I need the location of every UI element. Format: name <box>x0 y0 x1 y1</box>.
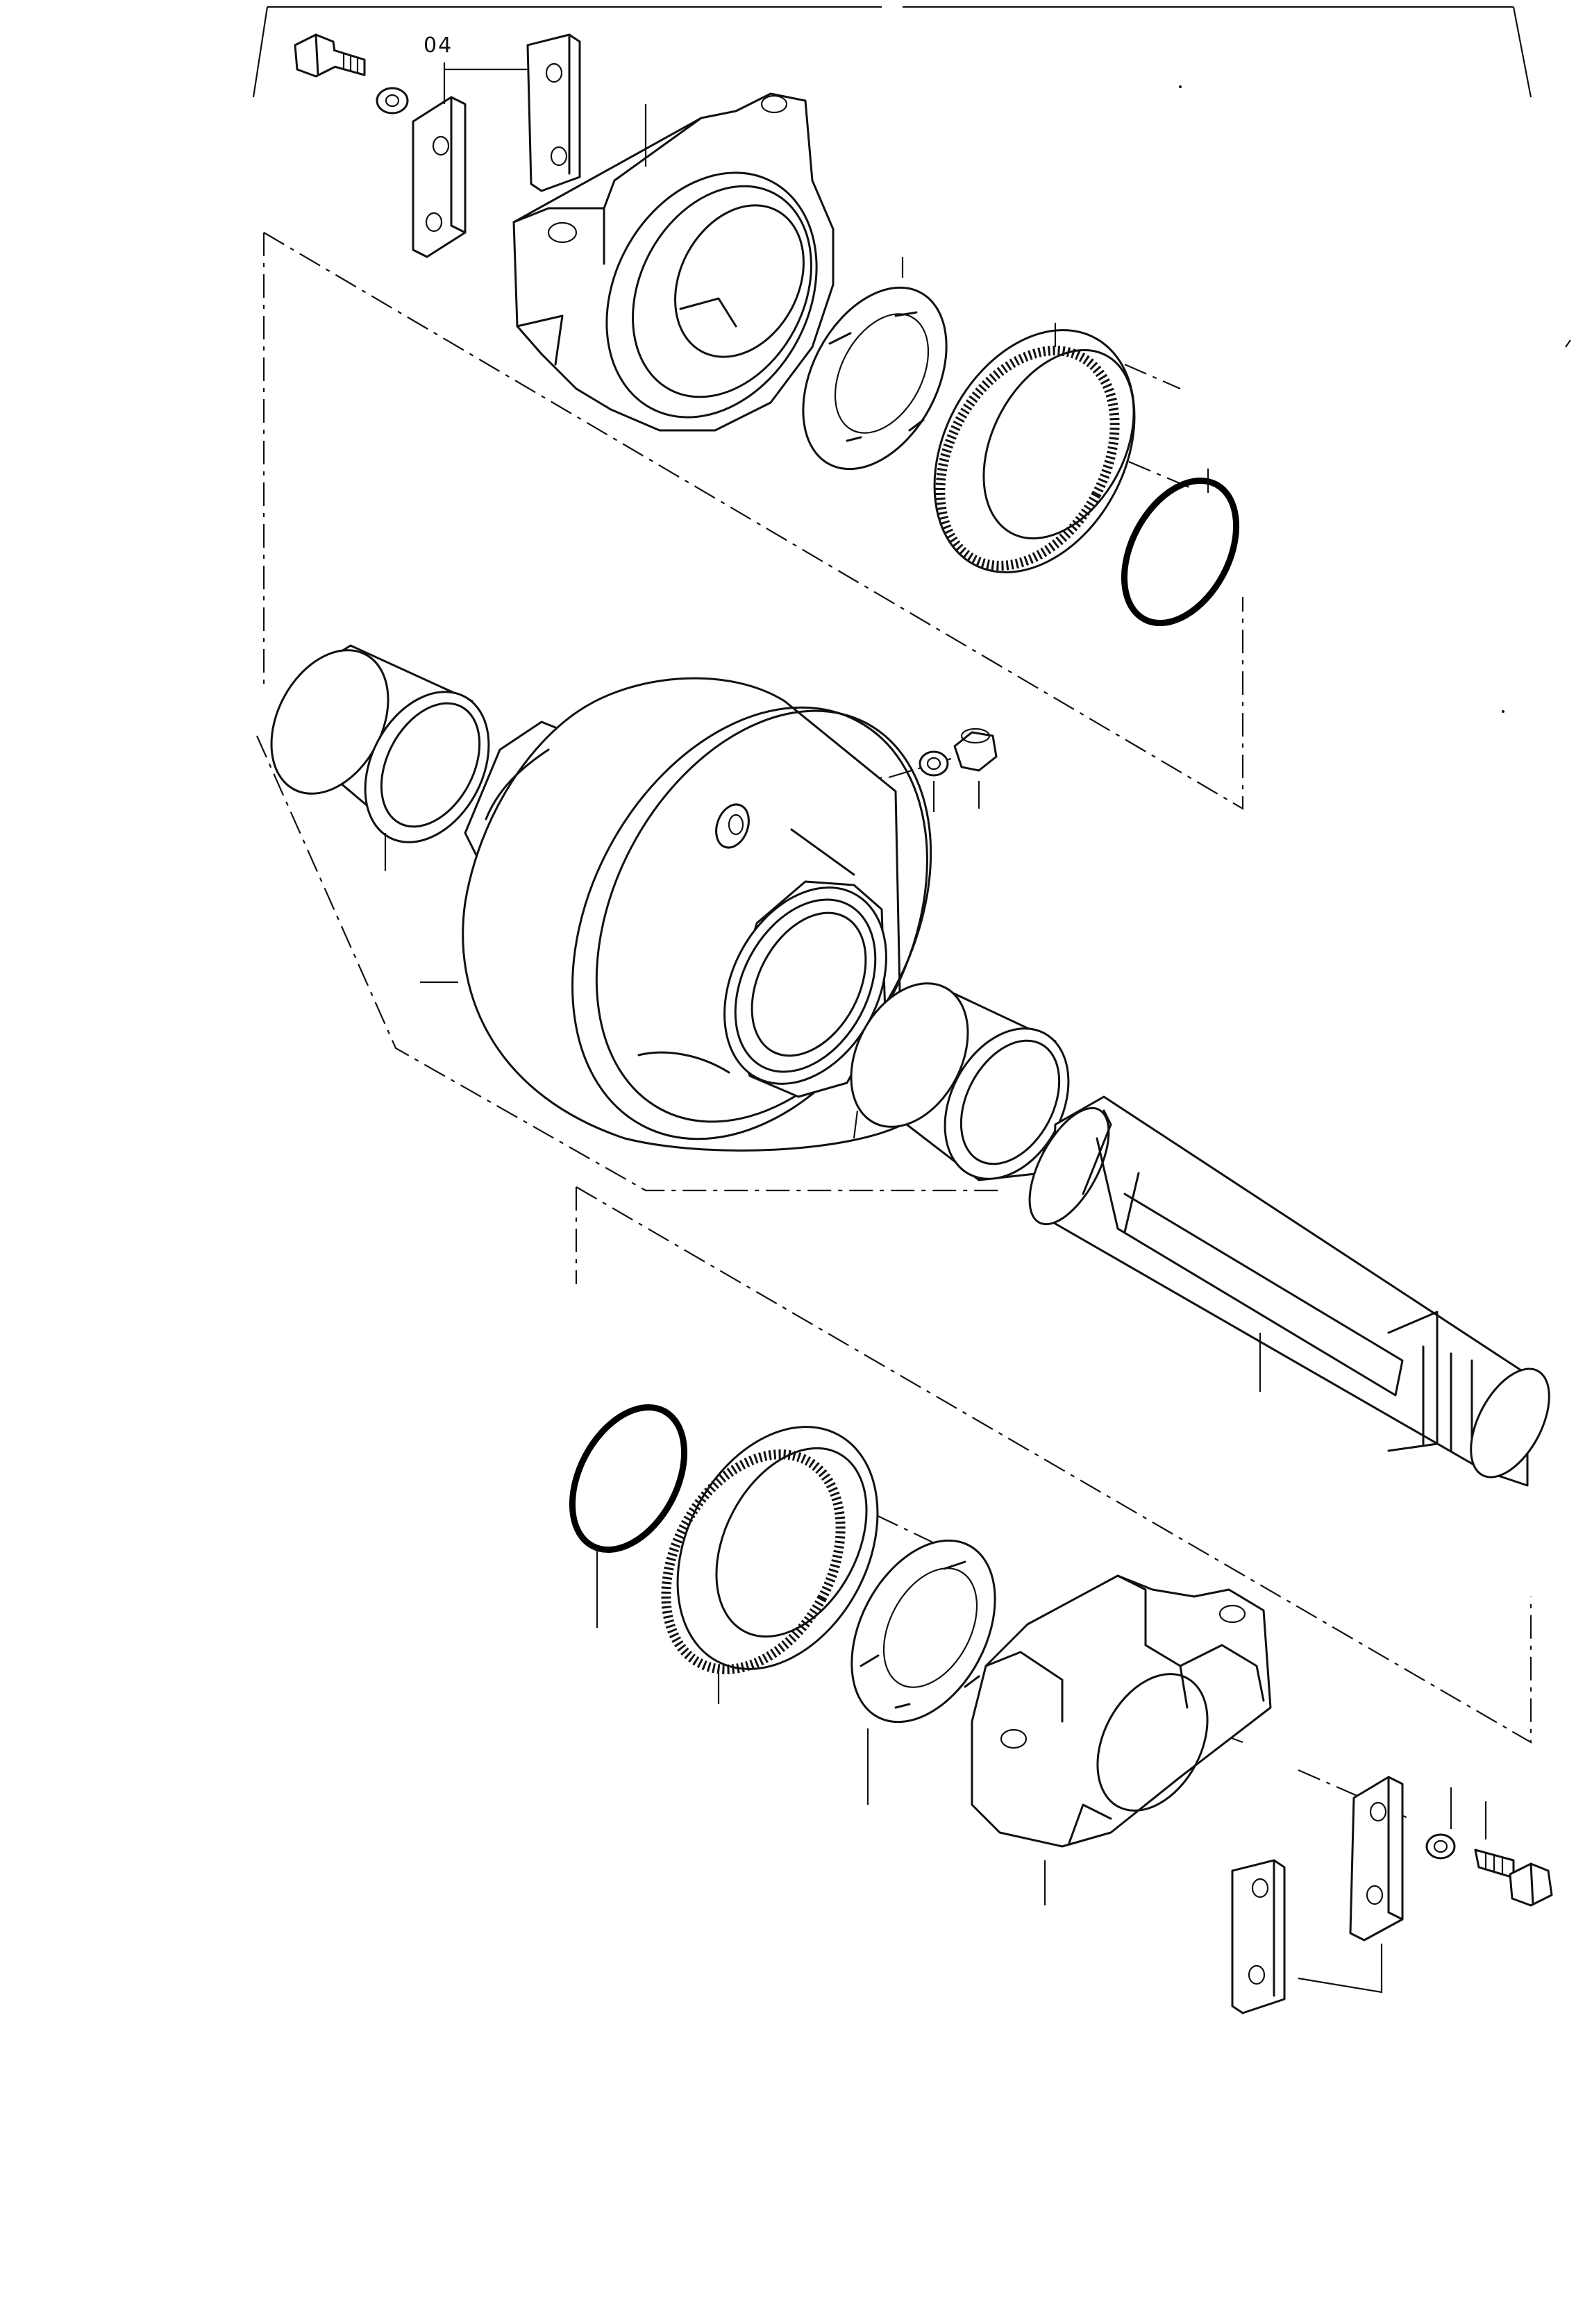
top-thrust-washer <box>802 257 948 471</box>
bottom-hex-bolt <box>1474 1801 1553 1907</box>
top-plate-front <box>412 96 467 258</box>
top-plate-back <box>526 33 581 192</box>
top-face-seal <box>933 323 1136 573</box>
top-washer <box>376 87 409 115</box>
bottom-bracket-housing <box>971 1574 1272 1905</box>
plug-washer <box>919 750 949 812</box>
bottom-o-ring <box>569 1404 688 1628</box>
right-bushing <box>850 982 1070 1181</box>
top-o-ring <box>1121 469 1240 627</box>
bottom-plate-pair-callout <box>1298 1944 1383 1994</box>
plate-pair-callout: 04 <box>424 33 528 104</box>
plate-pair-label: 04 <box>424 33 453 58</box>
roller-shaft <box>1028 1095 1550 1487</box>
left-bushing <box>270 644 490 871</box>
bottom-washer <box>1425 1787 1456 1860</box>
roller-hub-collar <box>723 880 887 1098</box>
bottom-face-seal <box>661 1426 879 1704</box>
bottom-plate-front <box>1231 1859 1286 2014</box>
bottom-plate-back <box>1349 1776 1404 1942</box>
frame-marks <box>252 6 1532 98</box>
top-bracket-housing <box>512 92 835 432</box>
print-specks <box>1179 85 1571 713</box>
bottom-thrust-washer <box>850 1539 996 1805</box>
fill-plug <box>953 727 998 809</box>
top-hex-bolt <box>294 33 366 78</box>
